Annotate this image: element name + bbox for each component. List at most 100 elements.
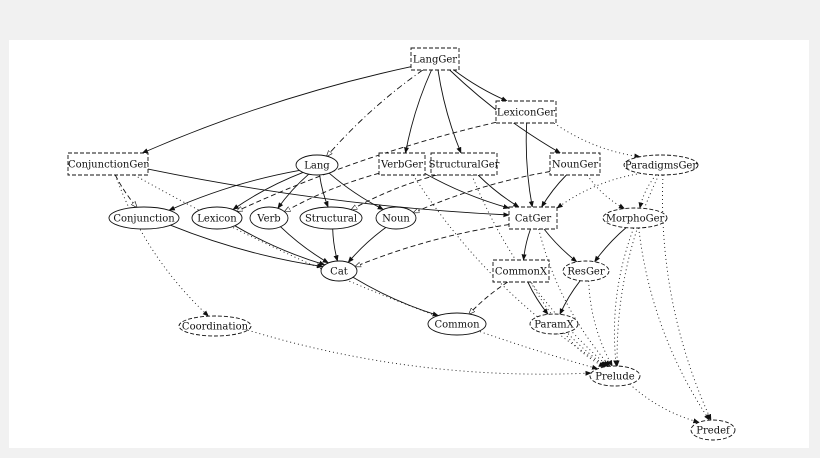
edge-noun-ger-to-morpho-ger	[586, 174, 626, 209]
node-shape-morpho-ger	[602, 207, 668, 229]
node-shape-param-x	[529, 313, 579, 335]
node-noun: Noun	[375, 206, 417, 230]
node-label-cat-ger: CatGer	[515, 214, 552, 225]
edge-lang-to-conjunction	[168, 169, 300, 211]
node-shape-conjunction	[108, 206, 180, 230]
node-verb: Verb	[249, 206, 289, 230]
edge-morpho-ger-to-prelude	[613, 227, 635, 367]
node-param-x: ParamX	[529, 313, 579, 335]
edge-lang-ger-to-lexicon-ger	[453, 69, 508, 102]
node-shape-verb	[249, 206, 289, 230]
node-shape-common-x	[492, 259, 550, 283]
edges-layer	[114, 66, 712, 424]
node-label-predef: Predef	[696, 426, 731, 437]
node-lexicon: Lexicon	[191, 206, 243, 230]
node-label-conjunction: Conjunction	[113, 214, 175, 225]
node-label-morpho-ger: MorphoGer	[606, 214, 665, 225]
edge-prelude-to-predef	[629, 383, 700, 424]
node-label-coordination: Coordination	[182, 322, 249, 333]
edge-noun-ger-to-cat-ger	[541, 174, 567, 208]
node-lang-ger: LangGer	[410, 47, 460, 71]
node-label-common: Common	[434, 320, 480, 331]
edge-lang-to-lexicon	[232, 171, 304, 210]
edge-conjunction-ger-to-coordination	[114, 174, 209, 317]
edge-noun-to-cat	[347, 227, 387, 263]
edge-lang-ger-to-lang	[327, 69, 424, 156]
node-label-structural-ger: StructuralGer	[429, 160, 500, 171]
edge-lang-ger-to-conjunction-ger	[141, 66, 412, 154]
node-res-ger: ResGer	[562, 260, 610, 282]
node-morpho-ger: MorphoGer	[602, 207, 668, 229]
edge-res-ger-to-prelude	[588, 280, 613, 367]
node-label-noun: Noun	[382, 214, 410, 225]
edge-lang-ger-to-verb-ger	[404, 69, 432, 154]
node-verb-ger: VerbGer	[378, 152, 426, 176]
node-prelude: Prelude	[589, 365, 641, 387]
node-shape-verb-ger	[378, 152, 426, 176]
node-label-paradigms-ger: ParadigmsGer	[625, 161, 698, 172]
edge-lang-to-noun	[328, 172, 384, 210]
node-shape-prelude	[589, 365, 641, 387]
node-structural-ger: StructuralGer	[429, 152, 500, 176]
edge-conjunction-to-cat	[170, 224, 324, 269]
node-label-verb: Verb	[256, 214, 280, 225]
edge-cat-to-common	[352, 276, 439, 317]
edge-common-x-to-prelude	[530, 281, 608, 367]
edge-verb-ger-to-verb	[285, 172, 380, 211]
edge-morpho-ger-to-res-ger	[594, 227, 627, 263]
edge-verb-to-cat	[280, 226, 329, 264]
node-shape-conjunction-ger	[67, 152, 149, 176]
node-shape-res-ger	[562, 260, 610, 282]
node-label-structural: Structural	[305, 214, 357, 225]
node-shape-structural	[299, 206, 363, 230]
node-coordination: Coordination	[178, 315, 252, 337]
edge-lang-to-verb	[277, 173, 309, 209]
node-structural: Structural	[299, 206, 363, 230]
edge-param-x-to-prelude	[564, 332, 605, 368]
edge-structural-to-cat	[332, 228, 339, 262]
edge-cat-ger-to-res-ger	[543, 228, 578, 263]
node-shape-lang-ger	[410, 47, 460, 71]
node-shape-cat-ger	[508, 206, 558, 230]
node-shape-lexicon	[191, 206, 243, 230]
node-shape-lexicon-ger	[495, 100, 557, 124]
edge-conjunction-ger-to-conjunction	[114, 174, 137, 207]
node-conjunction-ger: ConjunctionGer	[67, 152, 149, 176]
edge-conjunction-ger-to-cat-ger	[147, 168, 510, 218]
node-label-common-x: CommonX	[495, 267, 548, 278]
edge-cat-ger-to-cat	[355, 224, 510, 267]
node-lexicon-ger: LexiconGer	[495, 100, 557, 124]
node-shape-common	[427, 312, 487, 336]
node-label-verb-ger: VerbGer	[380, 160, 423, 171]
edge-common-x-to-param-x	[527, 281, 549, 315]
node-shape-coordination	[178, 315, 252, 337]
edge-cat-ger-to-common-x	[521, 228, 531, 261]
node-noun-ger: NounGer	[549, 152, 601, 176]
edge-paradigms-ger-to-morpho-ger	[638, 174, 657, 209]
node-shape-structural-ger	[430, 152, 498, 176]
node-label-prelude: Prelude	[595, 372, 634, 383]
edge-verb-ger-to-cat-ger	[424, 173, 510, 210]
node-label-conjunction-ger: ConjunctionGer	[68, 160, 148, 171]
node-shape-noun	[375, 206, 417, 230]
node-predef: Predef	[690, 419, 736, 441]
node-lang: Lang	[295, 154, 339, 176]
edge-paradigms-ger-to-predef	[662, 174, 712, 421]
edge-paradigms-ger-to-prelude	[614, 174, 660, 367]
node-label-noun-ger: NounGer	[552, 160, 599, 171]
edge-res-ger-to-param-x	[559, 280, 581, 315]
edge-lang-to-structural	[319, 174, 329, 208]
node-shape-cat	[320, 260, 358, 282]
node-conjunction: Conjunction	[108, 206, 180, 230]
node-shape-paradigms-ger	[623, 154, 699, 176]
edge-lexicon-ger-to-lexicon	[237, 121, 497, 211]
node-label-lang: Lang	[304, 161, 330, 172]
node-common: Common	[427, 312, 487, 336]
node-shape-predef	[690, 419, 736, 441]
node-cat-ger: CatGer	[508, 206, 558, 230]
edge-structural-ger-to-cat-ger	[477, 174, 520, 208]
node-cat: Cat	[320, 260, 358, 282]
